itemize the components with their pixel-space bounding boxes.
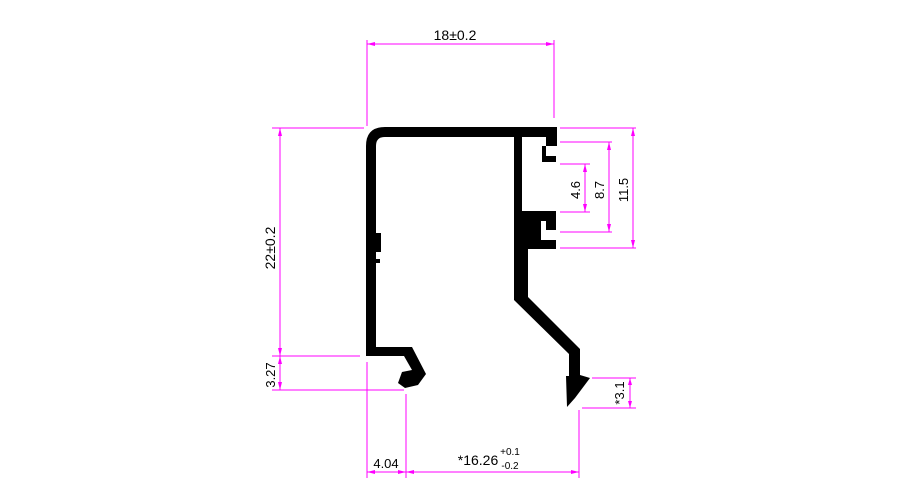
arrow-head <box>607 224 611 232</box>
arrow-head <box>367 42 375 46</box>
dim-label-overall-width: 18±0.2 <box>434 27 477 43</box>
arrow-head <box>583 204 587 212</box>
arrow-head <box>278 128 282 136</box>
dim-label-bottom-tol-upper: +0.1 <box>500 447 520 458</box>
dim-label-bottom-span: *16.26 <box>458 452 499 468</box>
arrow-head <box>631 128 635 136</box>
profile-outline <box>366 127 590 407</box>
arrow-head <box>571 470 579 474</box>
arrow-head <box>628 378 632 385</box>
dim-label-groove-inner: 4.6 <box>568 181 583 199</box>
dim-label-bottom-tol-lower: -0.2 <box>501 461 519 472</box>
arrow-head <box>628 401 632 408</box>
arrow-head <box>631 240 635 248</box>
arrow-head <box>406 470 414 474</box>
profile-frame <box>366 127 590 407</box>
dim-label-overall-height: 22±0.2 <box>262 226 278 269</box>
dim-label-tip-height: *3.1 <box>612 381 627 404</box>
dim-label-left-offset: 4.04 <box>373 456 398 471</box>
dim-label-lip-height: 3.27 <box>263 362 278 387</box>
arrow-head <box>278 382 282 390</box>
dim-label-groove-mid: 8.7 <box>592 181 607 199</box>
arrow-head <box>367 470 375 474</box>
arrow-head <box>398 470 406 474</box>
dim-label-groove-outer: 11.5 <box>616 178 631 202</box>
arrow-head <box>278 356 282 364</box>
arrow-head <box>278 348 282 356</box>
dimension-annotations: 18±0.2 22±0.2 3.27 4.6 8.7 11.5 <box>262 27 636 478</box>
arrow-head <box>607 142 611 150</box>
arrow-head <box>546 42 554 46</box>
arrow-head <box>583 164 587 172</box>
